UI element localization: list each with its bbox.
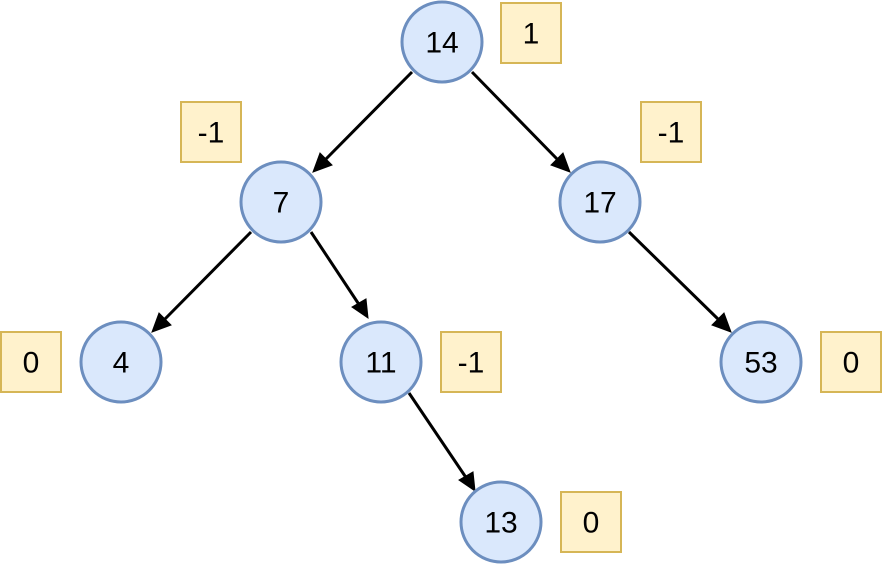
tree-node-7[interactable]: 7: [239, 160, 323, 244]
badge-box: [0, 331, 62, 393]
arrowhead: [351, 298, 369, 320]
edge-line: [322, 70, 414, 163]
balance-label: 0: [843, 347, 860, 380]
balance-label: -1: [458, 347, 485, 380]
node-circle: [400, 0, 484, 84]
edge-11-13: [407, 392, 476, 493]
node-circle: [239, 160, 323, 244]
balance-badge-13: 0: [560, 491, 622, 553]
balance-badge-53: 0: [820, 331, 882, 393]
balance-badge-7: -1: [180, 101, 242, 163]
edge-14-7: [312, 70, 414, 173]
balance-badges: 1 -1 -1 0 -1 0 0: [0, 2, 882, 553]
nodes: 14 7 17 4 11 53 13: [79, 0, 803, 564]
node-circle: [719, 320, 803, 404]
edge-14-17: [470, 70, 571, 173]
arrowhead: [458, 471, 476, 493]
balance-label: -1: [198, 117, 225, 150]
edge-line: [161, 230, 253, 323]
edge-line: [470, 70, 561, 163]
node-circle: [459, 480, 543, 564]
badge-box: [180, 101, 242, 163]
balance-badge-14: 1: [500, 2, 562, 64]
balance-badge-4: 0: [0, 331, 62, 393]
arrowhead: [550, 152, 571, 173]
badge-box: [820, 331, 882, 393]
balance-label: 0: [23, 347, 40, 380]
node-circle: [558, 160, 642, 244]
tree-node-17[interactable]: 17: [558, 160, 642, 244]
badge-box: [640, 101, 702, 163]
edge-7-11: [309, 231, 369, 320]
node-label: 11: [365, 347, 396, 380]
edges: [151, 70, 732, 493]
tree-node-14[interactable]: 14: [400, 0, 484, 84]
arrowhead: [151, 312, 172, 333]
arrowhead: [312, 152, 333, 173]
edge-line: [627, 230, 722, 323]
tree-node-53[interactable]: 53: [719, 320, 803, 404]
node-label: 53: [744, 347, 777, 380]
node-label: 14: [425, 27, 458, 60]
balance-badge-17: -1: [640, 101, 702, 163]
node-circle: [339, 320, 423, 404]
tree-node-4[interactable]: 4: [79, 320, 163, 404]
tree-node-13[interactable]: 13: [459, 480, 543, 564]
arrowhead: [711, 312, 732, 333]
badge-box: [500, 2, 562, 64]
balance-label: 0: [583, 507, 600, 540]
balance-label: -1: [658, 117, 685, 150]
node-label: 4: [113, 347, 130, 380]
node-label: 17: [583, 187, 616, 220]
node-label: 13: [484, 507, 517, 540]
badge-box: [440, 331, 502, 393]
badge-box: [560, 491, 622, 553]
edge-7-4: [151, 230, 253, 333]
node-label: 7: [273, 187, 290, 220]
edge-line: [407, 392, 469, 480]
edge-line: [309, 231, 362, 307]
node-circle: [79, 320, 163, 404]
balance-label: 1: [523, 18, 540, 51]
edge-17-53: [627, 230, 732, 333]
tree-node-11[interactable]: 11: [339, 320, 423, 404]
balance-badge-11: -1: [440, 331, 502, 393]
